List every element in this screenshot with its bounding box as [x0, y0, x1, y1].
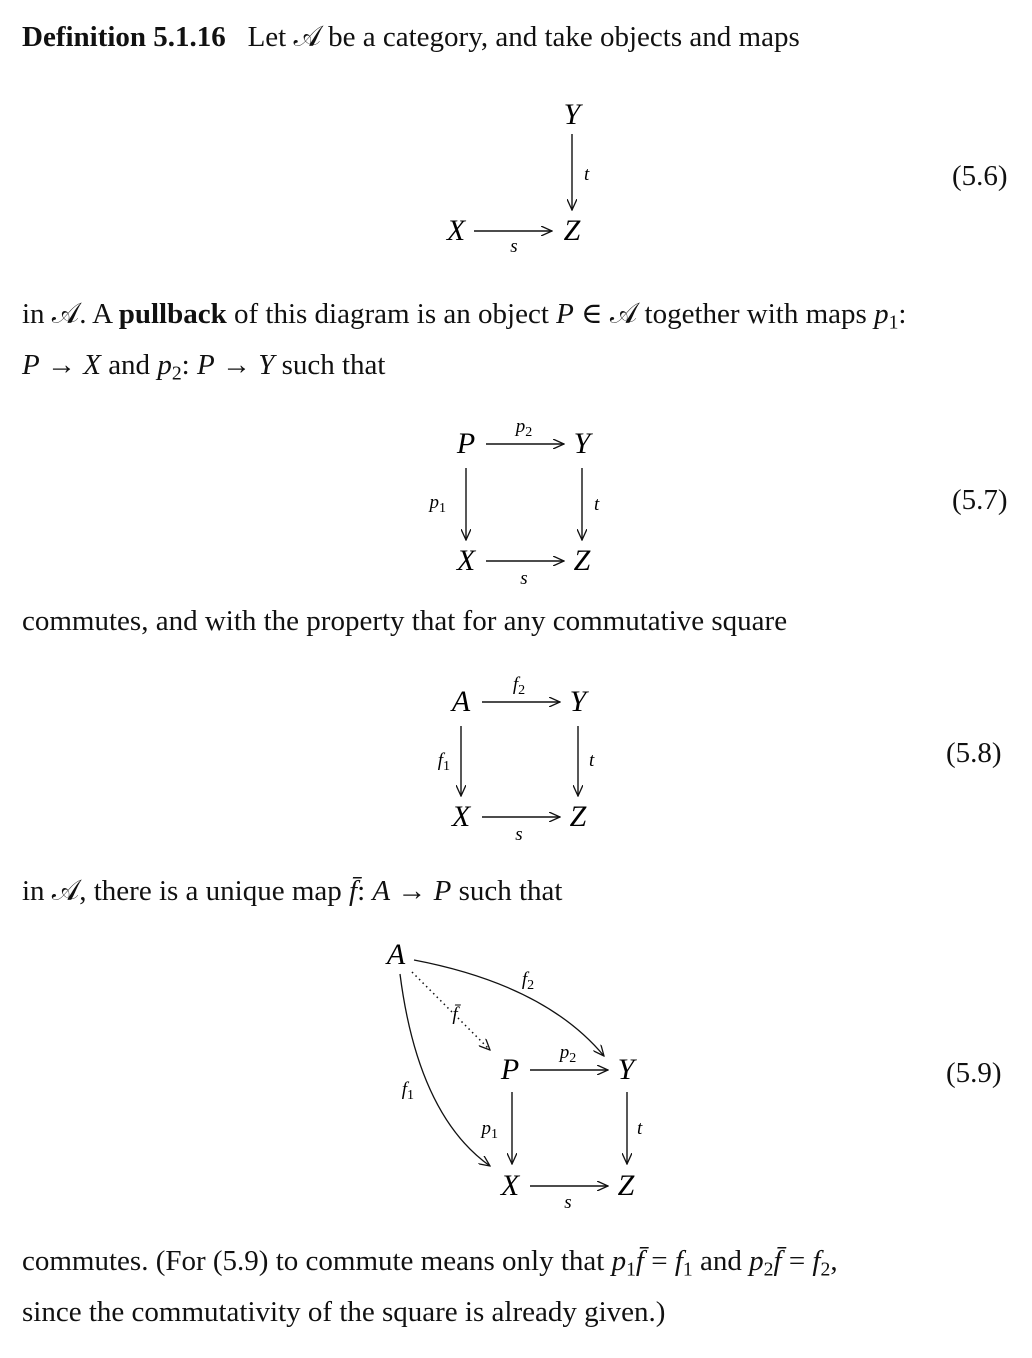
cospan-object-x: X	[446, 214, 467, 247]
square-object-p: P	[456, 427, 475, 460]
pullback-text-a: of this diagram is an object	[226, 298, 557, 330]
pullback-text-b: together with maps	[637, 298, 875, 330]
unique-map-text-end: such that	[451, 875, 563, 907]
pullback-square-diagram: P p2 Y p1 t X s Z	[428, 416, 601, 589]
test-object-a: A	[450, 685, 471, 718]
test-square-diagram: A f2 Y f1 t X s Z	[438, 674, 595, 845]
square-object-x: X	[456, 544, 477, 577]
closing-paragraph: commutes. (For (5.9) to commute means on…	[22, 1245, 838, 1328]
pullback-text-start: in 𝒜. A	[22, 298, 119, 330]
closing-text-line2: since the commutativity of the square is…	[22, 1295, 666, 1328]
test-label-t: t	[589, 750, 595, 771]
equation-number-5-8: (5.8)	[946, 737, 1002, 769]
cospan-label-s: s	[510, 236, 517, 257]
test-object-z: Z	[570, 800, 587, 833]
universal-object-p: P	[500, 1053, 519, 1086]
unique-map-text-start: in 𝒜, there is a unique map	[22, 875, 350, 907]
universal-label-p1: p1	[480, 1118, 499, 1142]
universal-object-x: X	[500, 1169, 521, 1202]
square-label-t: t	[594, 494, 600, 515]
equation-number-5-7: (5.7)	[952, 484, 1008, 516]
square-label-p1: p1	[428, 492, 447, 516]
cospan-object-y: Y	[564, 98, 584, 131]
test-label-f1: f1	[438, 750, 450, 774]
universal-object-y: Y	[618, 1053, 638, 1086]
definition-heading-line: Definition 5.1.16 Let 𝒜 be a category, a…	[22, 16, 1012, 58]
universal-curve-f1	[399, 973, 490, 1166]
commutes-paragraph: commutes, and with the property that for…	[22, 605, 788, 637]
universal-object-z: Z	[618, 1169, 635, 1202]
universal-property-diagram: A f2 f1 f̄ P p2 Y p1 t X s Z	[385, 938, 643, 1213]
definition-label: Definition 5.1.16	[22, 21, 226, 53]
equation-number-5-9: (5.9)	[946, 1057, 1002, 1089]
test-object-y: Y	[570, 685, 590, 718]
unique-map-paragraph: in 𝒜, there is a unique map f̄: A → P su…	[22, 875, 563, 907]
square-label-p2: p2	[514, 416, 533, 440]
universal-label-p2: p2	[558, 1042, 577, 1066]
square-object-z: Z	[574, 544, 591, 577]
definition-intro: Let 𝒜 be a category, and take objects an…	[247, 21, 800, 53]
universal-label-s: s	[564, 1192, 571, 1213]
test-object-x: X	[451, 800, 472, 833]
cospan-label-t: t	[584, 164, 590, 185]
closing-text-c: ,	[830, 1245, 838, 1277]
square-label-s: s	[520, 568, 527, 589]
square-object-y: Y	[574, 427, 594, 460]
pullback-term: pullback	[118, 298, 227, 330]
cospan-diagram: Y t X s Z	[446, 98, 590, 257]
test-label-f2: f2	[513, 674, 525, 698]
universal-label-f2: f2	[522, 969, 534, 993]
universal-curve-f2	[413, 959, 604, 1056]
cospan-object-z: Z	[564, 214, 581, 247]
closing-text-a: commutes. (For (5.9) to commute means on…	[22, 1245, 612, 1277]
universal-dotted-f-bar	[411, 971, 490, 1050]
pullback-text-c: such that	[274, 348, 386, 381]
universal-label-f-bar: f̄	[452, 1004, 461, 1025]
universal-object-a: A	[385, 938, 406, 971]
universal-label-t: t	[637, 1118, 643, 1139]
test-label-s: s	[515, 824, 522, 845]
pullback-paragraph: in 𝒜. A pullback of this diagram is an o…	[22, 298, 907, 385]
equation-number-5-6: (5.6)	[952, 160, 1008, 192]
universal-label-f1: f1	[402, 1079, 414, 1103]
closing-text-b: and	[692, 1245, 750, 1277]
